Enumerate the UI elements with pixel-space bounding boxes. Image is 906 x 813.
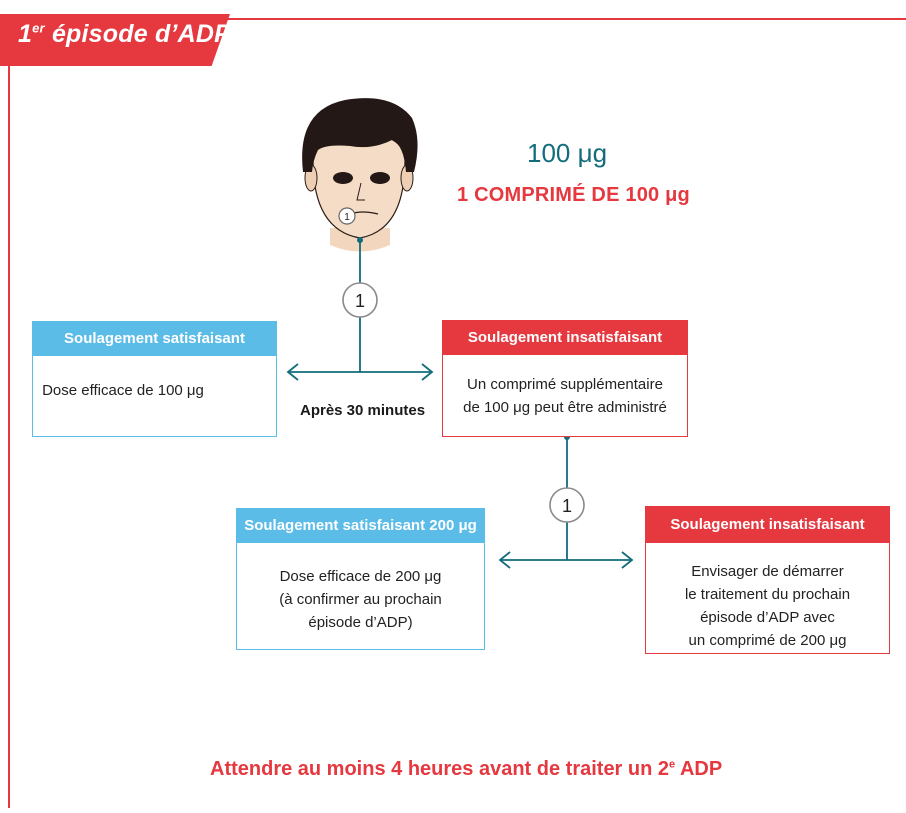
dose-title: 100 μg xyxy=(527,138,608,168)
dose-subtitle: 1 COMPRIMÉ DE 100 μg xyxy=(457,184,690,206)
footer-note: Attendre au moins 4 heures avant de trai… xyxy=(210,758,723,780)
box-body: Un comprimé supplémentaire de 100 μg peu… xyxy=(463,376,667,416)
svg-text:1: 1 xyxy=(562,496,572,516)
box-body: Dose efficace de 200 μg (à confirmer au … xyxy=(279,568,442,631)
pill-marker: 1 xyxy=(342,282,378,318)
title-banner xyxy=(0,14,230,66)
box-header: Soulagement insatisfaisant xyxy=(443,321,687,355)
box-satisfied-200: Soulagement satisfaisant 200 μg Dose eff… xyxy=(236,508,485,650)
after-30-minutes-label: Après 30 minutes xyxy=(300,402,426,419)
box-unsatisfied-100: Soulagement insatisfaisant Un comprimé s… xyxy=(442,320,688,437)
box-body: Dose efficace de 100 μg xyxy=(42,382,204,399)
double-arrow-icon xyxy=(286,363,434,381)
page-title: 1er épisode d’ADP xyxy=(18,20,231,48)
box-satisfied-100: Soulagement satisfaisant Dose efficace d… xyxy=(32,321,277,437)
box-body: Envisager de démarrer le traitement du p… xyxy=(684,563,851,649)
box-header: Soulagement insatisfaisant xyxy=(646,507,889,543)
box-header: Soulagement satisfaisant xyxy=(33,322,276,356)
face-icon xyxy=(302,98,418,252)
frame-top-line xyxy=(8,18,906,20)
box-unsatisfied-200: Soulagement insatisfaisant Envisager de … xyxy=(645,506,890,654)
svg-text:1: 1 xyxy=(355,291,365,311)
pill-icon: 1 xyxy=(338,207,356,225)
double-arrow-icon xyxy=(498,551,634,569)
pill-marker: 1 xyxy=(549,487,585,523)
box-header: Soulagement satisfaisant 200 μg xyxy=(237,509,484,543)
frame-left-line xyxy=(8,18,10,808)
svg-text:1: 1 xyxy=(344,212,350,223)
